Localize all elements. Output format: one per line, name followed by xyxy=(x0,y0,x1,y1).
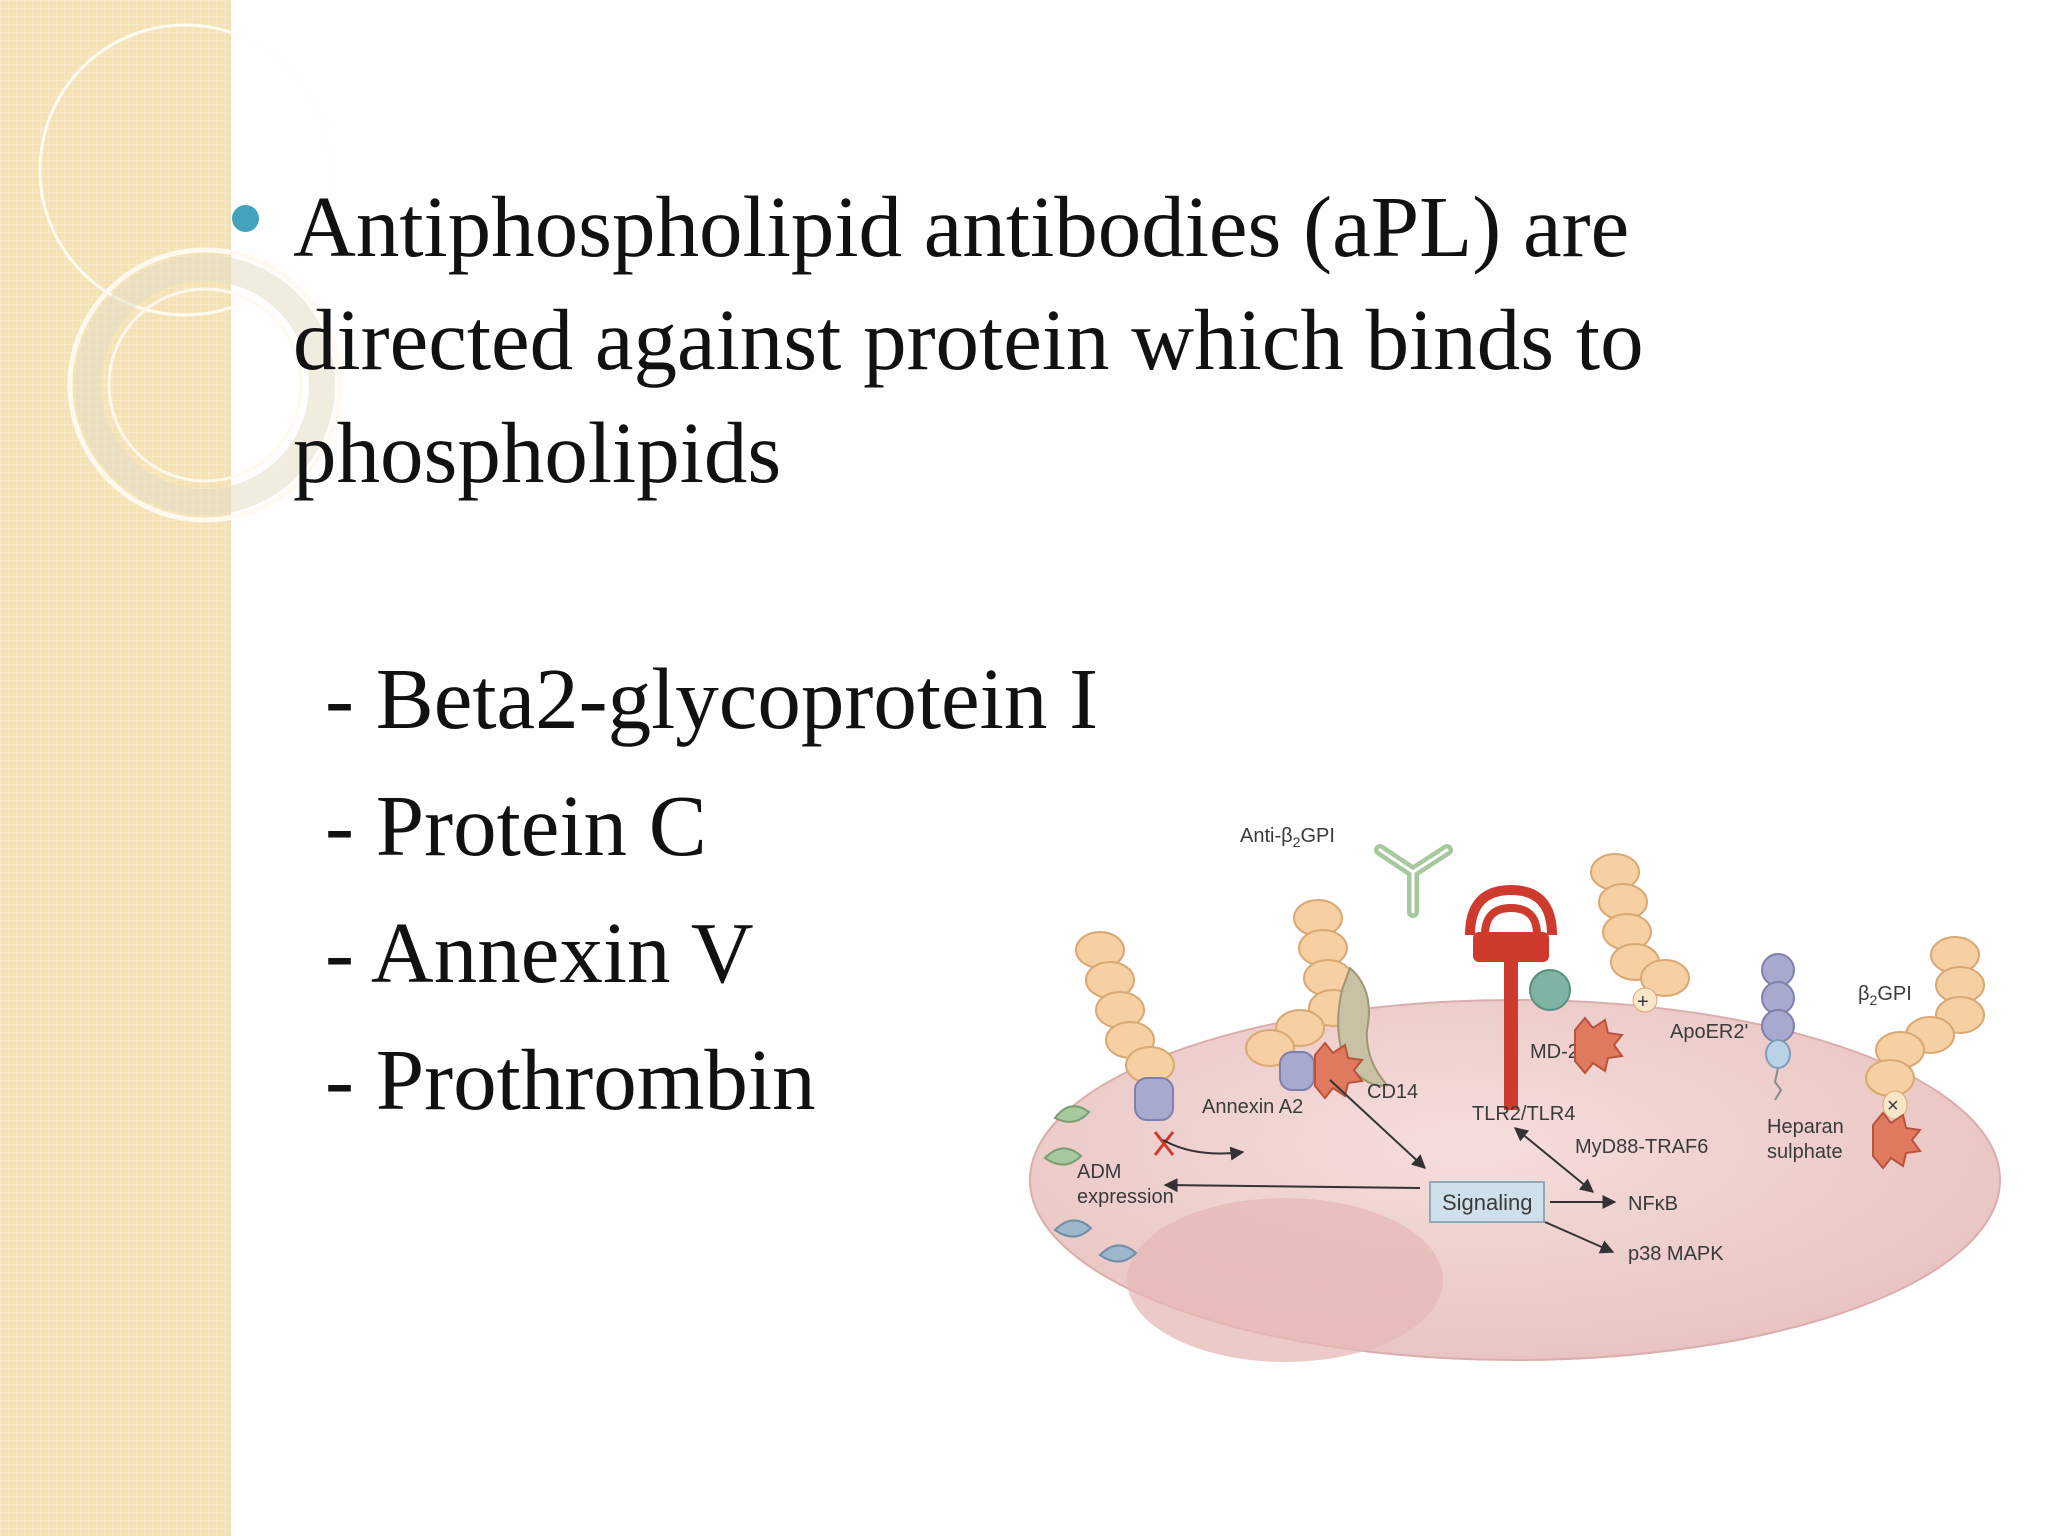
b2gpi-chain-right-mid-icon xyxy=(1590,853,1690,997)
protein-list-item: - Prothrombin xyxy=(325,1031,816,1128)
md2-protein-icon xyxy=(1529,969,1571,1011)
adm-protein-icon-1 xyxy=(1053,1105,1091,1123)
b2gpi-chain-right-icon xyxy=(1865,936,1985,1097)
main-bullet-text: Antiphospholipid antibodies (aPL) are di… xyxy=(293,178,1644,501)
plus-label: + xyxy=(1637,991,1649,1013)
decorative-rings xyxy=(38,23,343,523)
md2-label: MD-2 xyxy=(1530,1041,1579,1063)
antibody-icon xyxy=(1374,844,1453,918)
heparan-label-line1: Heparan xyxy=(1767,1116,1844,1138)
heparan-spiky-icon xyxy=(1872,1111,1922,1170)
plus-marker xyxy=(1632,987,1658,1013)
anti-b2gpi-label: Anti-β2GPI xyxy=(1240,825,1335,850)
signaling-arrows xyxy=(1162,1079,1617,1254)
cell-nucleus xyxy=(1127,1198,1443,1362)
bullet-dot-icon xyxy=(232,205,259,232)
apoer2-label: ApoER2' xyxy=(1670,1021,1748,1043)
annexin-a2-label: Annexin A2 xyxy=(1202,1096,1303,1118)
adm-protein-icon-3 xyxy=(1053,1219,1093,1238)
p38-label: p38 MAPK xyxy=(1628,1243,1724,1265)
x-marker xyxy=(1882,1090,1908,1120)
heparan-label-line2: sulphate xyxy=(1767,1141,1843,1163)
protein-list-item: - Annexin V xyxy=(325,904,754,1001)
tlr-receptor-icon xyxy=(1465,884,1557,1110)
tlr-label: TLR2/TLR4 xyxy=(1472,1103,1575,1125)
cell-signaling-illustration: Anti-β2GPI Annexin A2 xyxy=(1029,825,2001,1362)
blocked-x-icon xyxy=(1153,1131,1175,1156)
annexin-protein-mid-icon xyxy=(1279,1051,1315,1091)
annexin-a2-protein-icon xyxy=(1134,1077,1174,1121)
adm-label-line2: expression xyxy=(1077,1186,1174,1208)
cd14-receptor-icon xyxy=(1337,966,1389,1087)
spiky-protein-icon xyxy=(1314,1041,1364,1100)
x-label: × xyxy=(1887,1095,1899,1117)
adm-protein-icon-2 xyxy=(1043,1147,1083,1166)
b2gpi-chain-left-icon xyxy=(1075,931,1175,1084)
adm-label-line1: ADM xyxy=(1077,1161,1121,1183)
protein-list-item: - Beta2-glycoprotein I xyxy=(325,650,1099,747)
protein-list: - Beta2-glycoprotein I - Protein C - Ann… xyxy=(325,635,1225,1143)
signaling-label: Signaling xyxy=(1442,1190,1533,1215)
protein-list-item: - Protein C xyxy=(325,777,707,874)
adm-protein-icon-4 xyxy=(1098,1244,1138,1263)
myd88-label: MyD88-TRAF6 xyxy=(1575,1136,1708,1158)
cell-signaling-diagram: Anti-β2GPI Annexin A2 xyxy=(1015,760,2030,1410)
cd14-label: CD14 xyxy=(1367,1081,1418,1103)
nfkb-label: NFκB xyxy=(1628,1193,1678,1215)
spiky-protein-right-icon xyxy=(1574,1016,1624,1075)
b2gpi-label: β2GPI xyxy=(1858,983,1912,1008)
apoer2-receptor-icon xyxy=(1761,953,1795,1101)
